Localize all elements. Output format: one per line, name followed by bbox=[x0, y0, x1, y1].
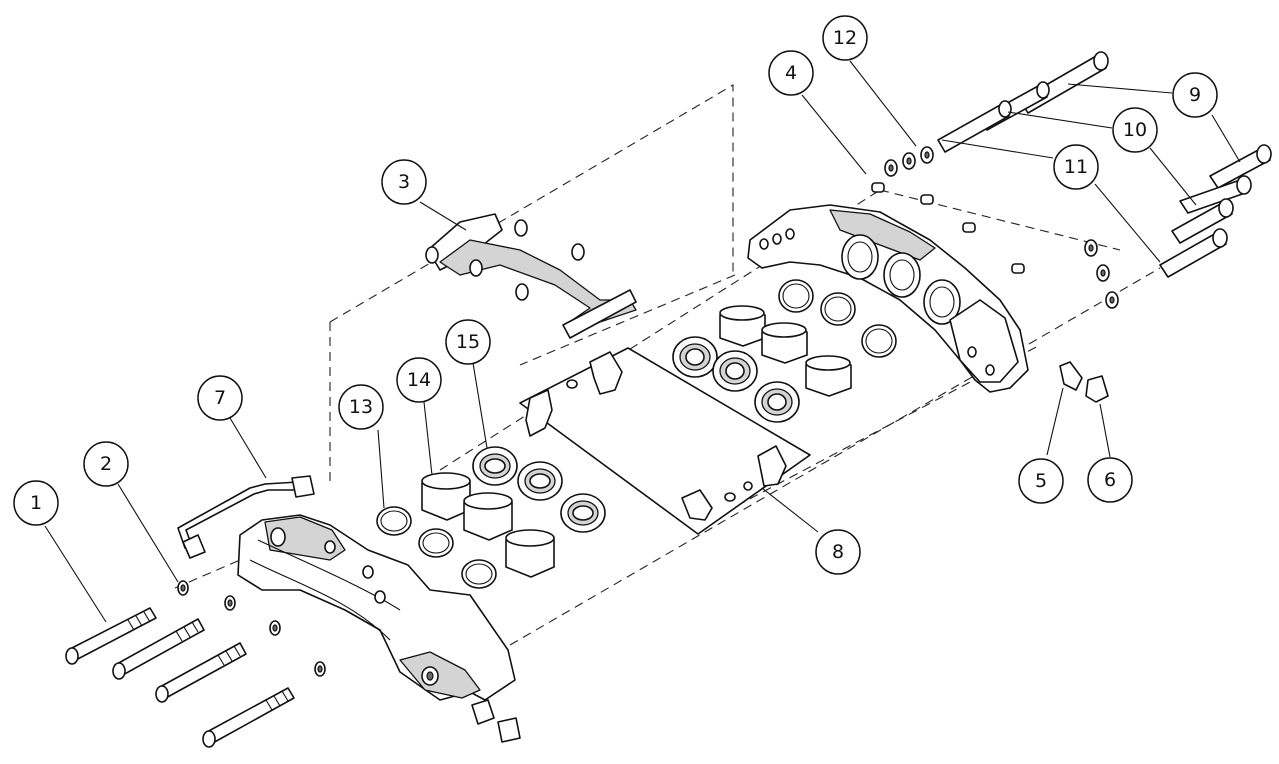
callout-13: 13 bbox=[338, 384, 384, 430]
callout-2-label: 2 bbox=[100, 453, 112, 475]
pad-spring-plate bbox=[519, 347, 811, 535]
callout-1-label: 1 bbox=[30, 492, 42, 514]
callout-6-label: 6 bbox=[1104, 469, 1116, 491]
callout-7-label: 7 bbox=[214, 387, 226, 409]
callout-12: 12 bbox=[822, 15, 868, 61]
callout-8-label: 8 bbox=[832, 541, 844, 563]
callout-14: 14 bbox=[396, 357, 442, 403]
callout-3-label: 3 bbox=[398, 171, 410, 193]
pistons-left bbox=[421, 472, 555, 578]
callout-2: 2 bbox=[83, 441, 129, 487]
callout-4-label: 4 bbox=[785, 62, 797, 84]
caliper-half-right bbox=[747, 204, 1029, 393]
callout-1: 1 bbox=[13, 480, 59, 526]
callout-10: 10 bbox=[1112, 107, 1158, 153]
bleed-fitting-and-cap bbox=[1059, 361, 1109, 403]
callout-15-label: 15 bbox=[456, 331, 480, 353]
crossover-brake-line bbox=[177, 475, 315, 559]
callout-5: 5 bbox=[1018, 458, 1064, 504]
callout-5-label: 5 bbox=[1035, 470, 1047, 492]
callout-11-label: 11 bbox=[1064, 156, 1088, 178]
long-bolts-left bbox=[65, 607, 295, 748]
dust-boots-left bbox=[472, 446, 606, 533]
caliper-half-left bbox=[237, 514, 521, 743]
callout-balloons: 1 2 3 4 5 6 7 8 9 10 11 12 13 14 15 bbox=[13, 15, 1218, 575]
callout-12-label: 12 bbox=[833, 27, 857, 49]
callout-13-label: 13 bbox=[349, 396, 373, 418]
piston-seals bbox=[376, 506, 497, 589]
callout-7: 7 bbox=[197, 375, 243, 421]
caliper-bolts-right bbox=[937, 51, 1272, 278]
callout-6: 6 bbox=[1087, 457, 1133, 503]
callout-11: 11 bbox=[1053, 144, 1099, 190]
callout-3: 3 bbox=[381, 159, 427, 205]
callout-4: 4 bbox=[768, 50, 814, 96]
callout-9: 9 bbox=[1172, 72, 1218, 118]
callout-14-label: 14 bbox=[407, 369, 431, 391]
washers-left bbox=[177, 580, 326, 677]
bridge-bracket bbox=[425, 213, 637, 339]
piston-set-right bbox=[672, 279, 897, 423]
callout-15: 15 bbox=[445, 319, 491, 365]
leader-lines bbox=[44, 60, 1241, 623]
dowels-and-washers-right bbox=[871, 146, 1119, 309]
callout-8: 8 bbox=[815, 529, 861, 575]
callout-10-label: 10 bbox=[1123, 119, 1147, 141]
callout-9-label: 9 bbox=[1189, 84, 1201, 106]
